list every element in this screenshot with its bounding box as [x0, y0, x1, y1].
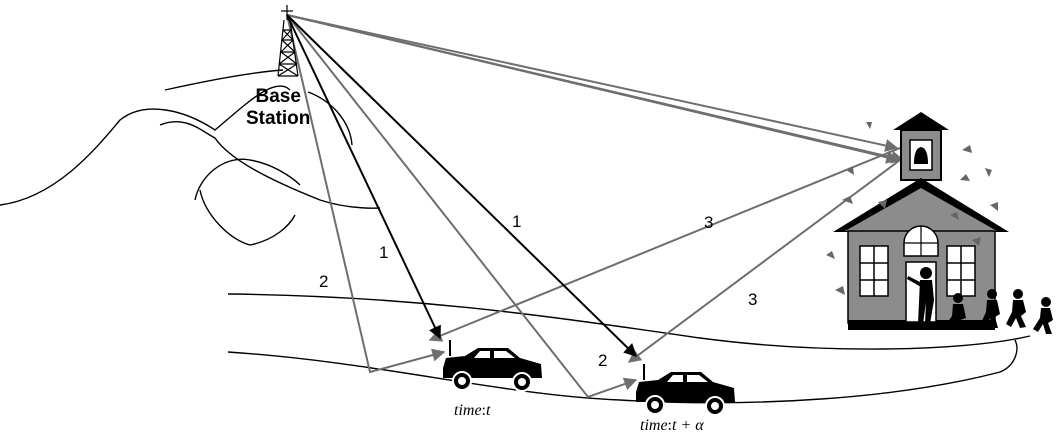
- hills: [0, 69, 381, 246]
- path-number-1-car2: 1: [512, 212, 522, 231]
- bell-icon: [914, 147, 928, 164]
- path-number-2-car1: 2: [319, 272, 329, 291]
- hill-slope: [164, 69, 284, 91]
- leaf-icon: [826, 122, 998, 295]
- path-number-2-car2: 2: [598, 351, 608, 370]
- path-number-1-car1: 1: [379, 243, 389, 262]
- base-station-label: Base Station: [246, 86, 310, 130]
- road-lower-edge: [227, 339, 1018, 404]
- path-3-car2: [627, 159, 901, 363]
- base-station-line2: Station: [246, 108, 311, 129]
- car2-time-word: time: [640, 417, 668, 434]
- path-2-car1: [286, 14, 446, 374]
- path-number-3-lower: 3: [748, 290, 758, 309]
- car1-time-caption: time:t: [454, 402, 491, 419]
- road: [227, 293, 1031, 404]
- hill-fold-2: [199, 189, 296, 246]
- car-icon: [443, 340, 542, 392]
- road-upper-edge: [227, 293, 1031, 350]
- path-to-school-a: [286, 14, 899, 152]
- antenna-tower-icon: [277, 5, 299, 77]
- path-number-3-upper: 3: [704, 213, 714, 232]
- hill-fold: [194, 158, 301, 201]
- hill-outline: [0, 85, 291, 206]
- car2-time-caption: time:t + α: [640, 417, 704, 434]
- car1-time-var: t: [486, 402, 491, 419]
- hill-ridge: [159, 120, 381, 209]
- path-to-school-c: [286, 14, 905, 164]
- car-icon: [636, 364, 735, 416]
- person-icon: [907, 267, 1053, 334]
- hill-peak: [307, 91, 353, 146]
- base-station-line1: Base: [255, 86, 301, 107]
- radio-paths: [286, 14, 905, 399]
- path-3-car1: [428, 147, 901, 342]
- path-1-car1: [286, 14, 441, 340]
- car2-time-expr: t + α: [672, 417, 704, 434]
- path-1-car2: [286, 14, 637, 357]
- path-2-car2: [286, 14, 638, 399]
- car1-time-word: time: [454, 402, 482, 419]
